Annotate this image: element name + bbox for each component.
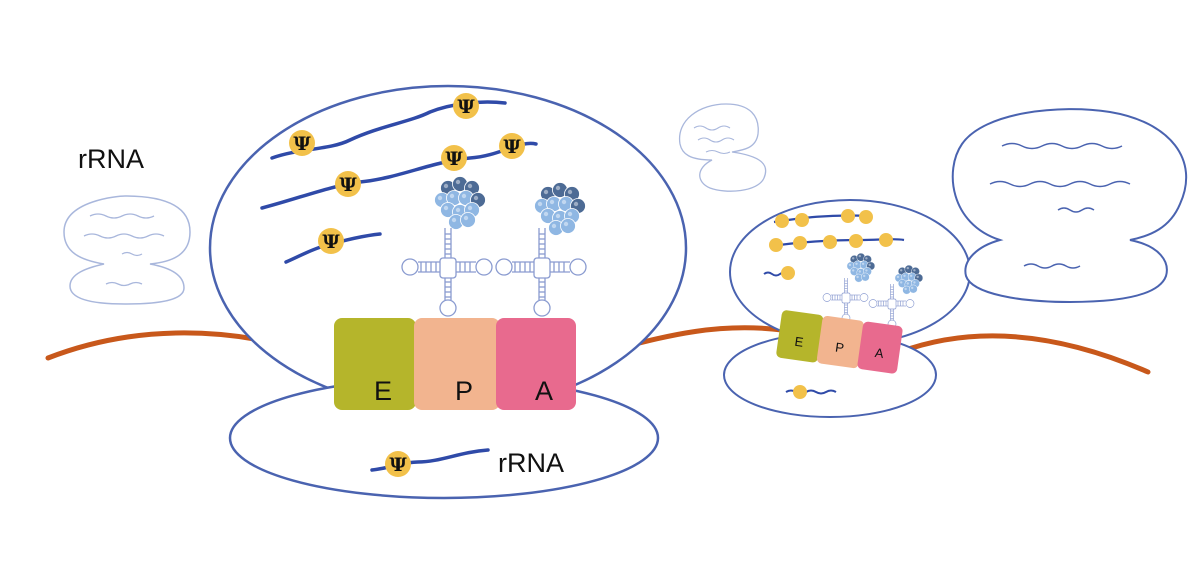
modification-dot: [769, 209, 893, 399]
pseudouridine-marker: Ψ: [499, 133, 525, 159]
protein-cluster: [434, 176, 486, 230]
protein-cluster: [534, 182, 586, 236]
p-site-label: P: [834, 339, 845, 355]
svg-text:Ψ: Ψ: [503, 136, 521, 158]
pseudouridine-marker: Ψ: [289, 130, 315, 156]
pseudouridine-marker: Ψ: [385, 451, 411, 477]
e-site-label: E: [374, 376, 392, 406]
a-site: [857, 321, 903, 374]
svg-text:Ψ: Ψ: [389, 454, 407, 476]
trna-cloverleaf: [822, 278, 869, 323]
protein-cluster: [894, 264, 924, 295]
rrna-label-bottom: rRNA: [498, 448, 564, 478]
a-site: [496, 318, 576, 410]
rrna-label-left: rRNA: [78, 144, 144, 174]
pseudouridine-marker: Ψ: [318, 228, 344, 254]
pseudouridine-marker: Ψ: [453, 93, 479, 119]
svg-text:Ψ: Ψ: [445, 148, 463, 170]
trna-cloverleaf: [401, 228, 493, 317]
svg-text:Ψ: Ψ: [293, 133, 311, 155]
faint-ribosome-left: [63, 195, 191, 305]
empty-ribosome-right: [951, 108, 1188, 304]
svg-text:Ψ: Ψ: [339, 174, 357, 196]
small-ribosome: E P A: [723, 199, 971, 418]
p-site: [816, 315, 864, 369]
trna-cloverleaf: [868, 284, 915, 329]
pseudouridine-marker: Ψ: [335, 171, 361, 197]
p-site: [414, 318, 500, 410]
pseudouridine-marker: Ψ: [441, 145, 467, 171]
a-site-label: A: [535, 376, 553, 406]
trna-cloverleaf: [495, 228, 587, 317]
e-site: [334, 318, 416, 410]
svg-text:Ψ: Ψ: [457, 96, 475, 118]
faint-ribosome-top: [679, 103, 767, 192]
e-site: [776, 310, 824, 363]
p-site-label: P: [455, 376, 473, 406]
a-site-label: A: [874, 345, 885, 361]
svg-text:Ψ: Ψ: [322, 231, 340, 253]
protein-cluster: [846, 252, 876, 283]
large-ribosome: Ψ Ψ Ψ Ψ Ψ Ψ Ψ E P A: [208, 84, 688, 500]
e-site-label: E: [794, 334, 805, 350]
